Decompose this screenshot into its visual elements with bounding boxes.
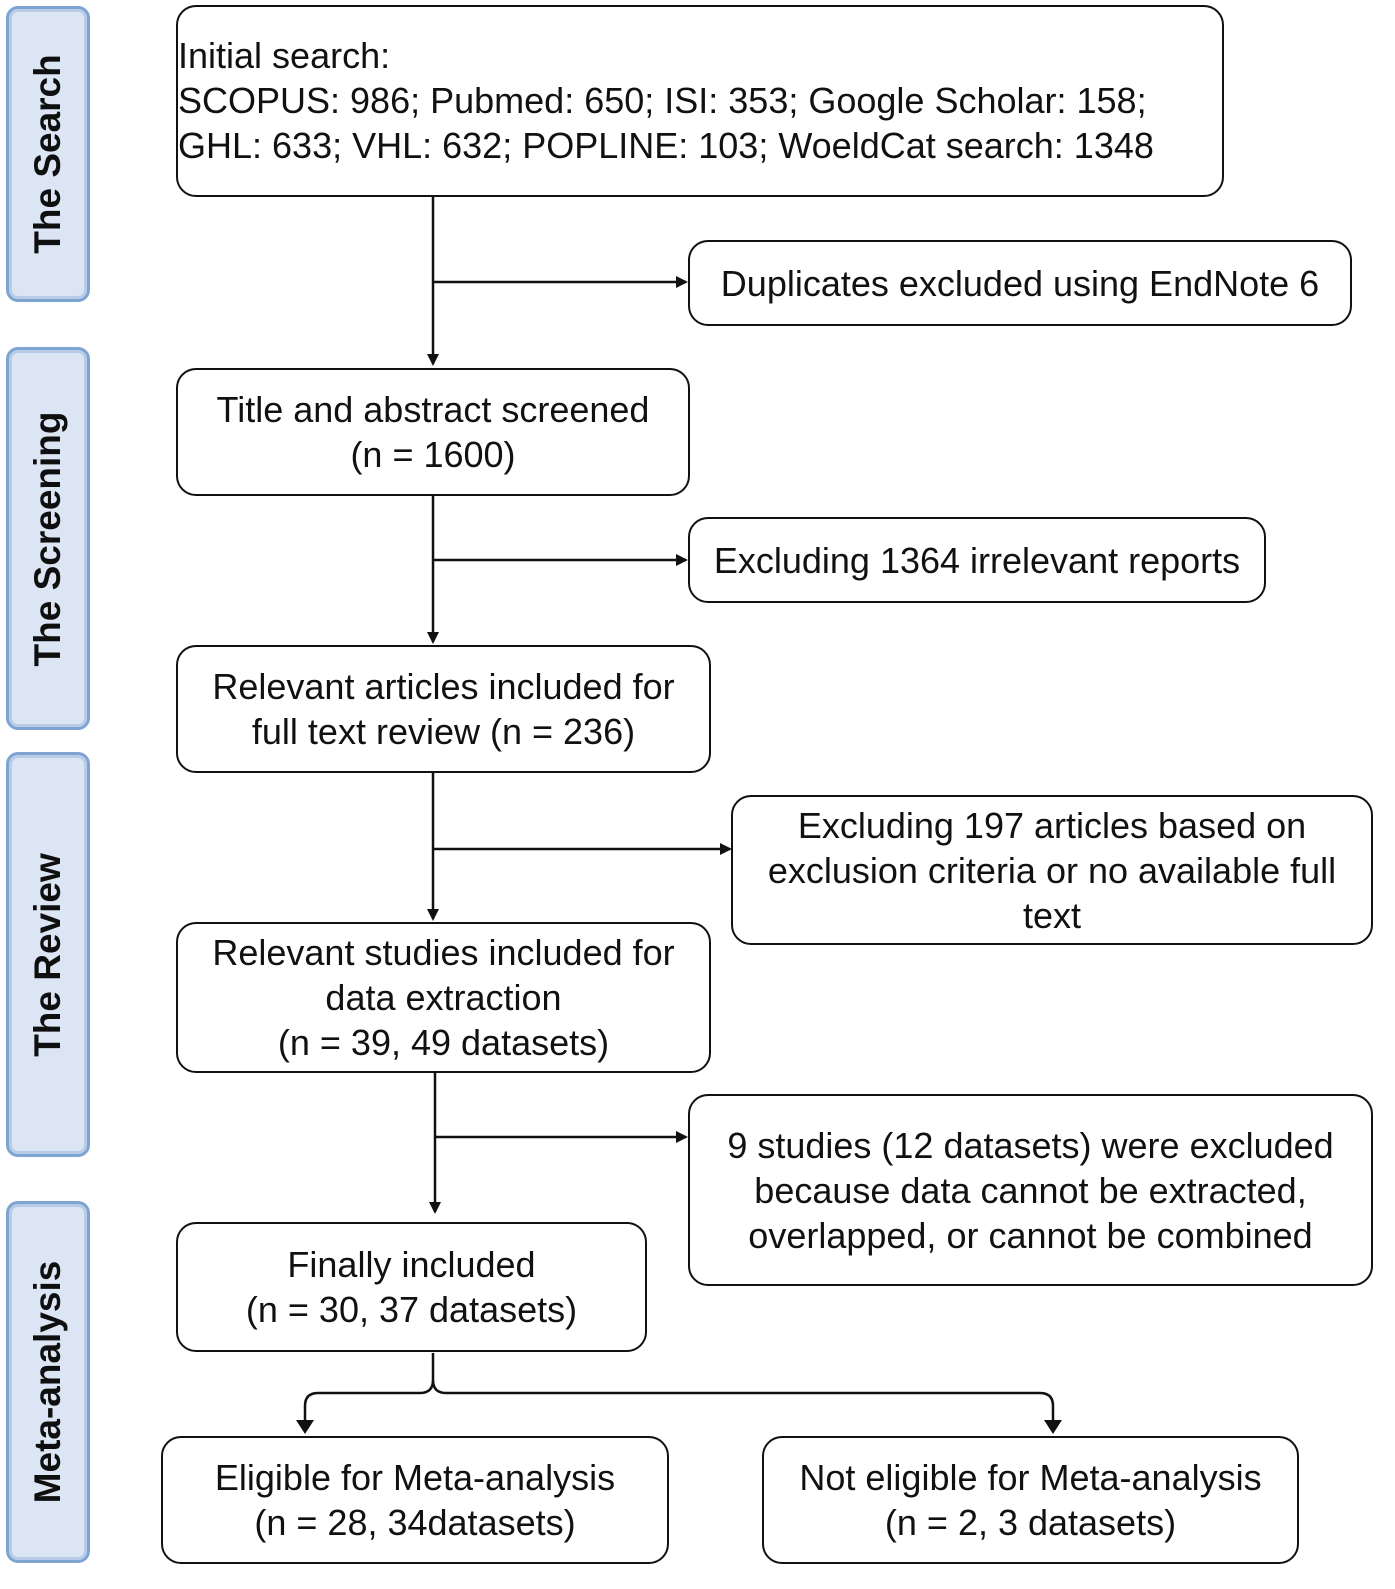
full-text-line1: Relevant articles included for xyxy=(212,666,675,707)
box-not-eligible: Not eligible for Meta-analysis (n = 2, 3… xyxy=(762,1436,1299,1564)
nine-studies-line3: overlapped, or cannot be combined xyxy=(748,1214,1313,1256)
box-duplicates: Duplicates excluded using EndNote 6 xyxy=(688,240,1352,326)
excluding-197-line3: text xyxy=(1022,894,1082,936)
data-extraction-line2: data extraction xyxy=(325,977,562,1018)
title-abstract-line1: Title and abstract screened xyxy=(216,389,650,430)
box-initial-search: Initial search: SCOPUS: 986; Pubmed: 650… xyxy=(176,5,1224,197)
full-text-line2: full text review (n = 236) xyxy=(251,711,636,752)
arrowhead-not-eligible xyxy=(1044,1420,1062,1434)
box-data-extraction: Relevant studies included for data extra… xyxy=(176,922,711,1073)
box-excluding-irrelevant: Excluding 1364 irrelevant reports xyxy=(688,517,1266,603)
eligible-line1: Eligible for Meta-analysis xyxy=(214,1457,616,1498)
excluding-197-line2: exclusion criteria or no available full xyxy=(767,849,1337,891)
duplicates-line1: Duplicates excluded using EndNote 6 xyxy=(720,262,1320,304)
finally-included-line2: (n = 30, 37 datasets) xyxy=(245,1289,578,1330)
stage-meta-analysis: Meta-analysis xyxy=(6,1201,90,1563)
stage-search: The Search xyxy=(6,6,90,302)
box-nine-studies: 9 studies (12 datasets) were excluded be… xyxy=(688,1094,1373,1286)
excluding-irrelevant-line1: Excluding 1364 irrelevant reports xyxy=(713,539,1241,581)
nine-studies-line1: 9 studies (12 datasets) were excluded xyxy=(727,1124,1334,1166)
data-extraction-line1: Relevant studies included for xyxy=(212,932,675,973)
excluding-197-line1: Excluding 197 articles based on xyxy=(797,804,1307,846)
box-excluding-197: Excluding 197 articles based on exclusio… xyxy=(731,795,1373,945)
stage-review: The Review xyxy=(6,752,90,1157)
eligible-line2: (n = 28, 34datasets) xyxy=(254,1502,576,1543)
title-abstract-line2: (n = 1600) xyxy=(350,434,516,475)
initial-search-line1: Initial search: xyxy=(178,35,391,76)
box-finally-included: Finally included (n = 30, 37 datasets) xyxy=(176,1222,647,1352)
box-title-abstract: Title and abstract screened (n = 1600) xyxy=(176,368,690,496)
nine-studies-line2: because data cannot be extracted, xyxy=(754,1169,1307,1211)
arrowhead-eligible xyxy=(296,1420,314,1434)
initial-search-line2: SCOPUS: 986; Pubmed: 650; ISI: 353; Goog… xyxy=(178,80,1147,121)
not-eligible-line2: (n = 2, 3 datasets) xyxy=(884,1502,1177,1543)
arrow-final-split xyxy=(303,1353,435,1431)
initial-search-line3: GHL: 633; VHL: 632; POPLINE: 103; WoeldC… xyxy=(178,125,1154,166)
box-eligible: Eligible for Meta-analysis (n = 28, 34da… xyxy=(161,1436,669,1564)
box-full-text: Relevant articles included for full text… xyxy=(176,645,711,773)
not-eligible-line1: Not eligible for Meta-analysis xyxy=(799,1457,1262,1498)
finally-included-line1: Finally included xyxy=(287,1244,536,1285)
data-extraction-line3: (n = 39, 49 datasets) xyxy=(277,1022,610,1063)
stage-screening: The Screening xyxy=(6,347,90,730)
